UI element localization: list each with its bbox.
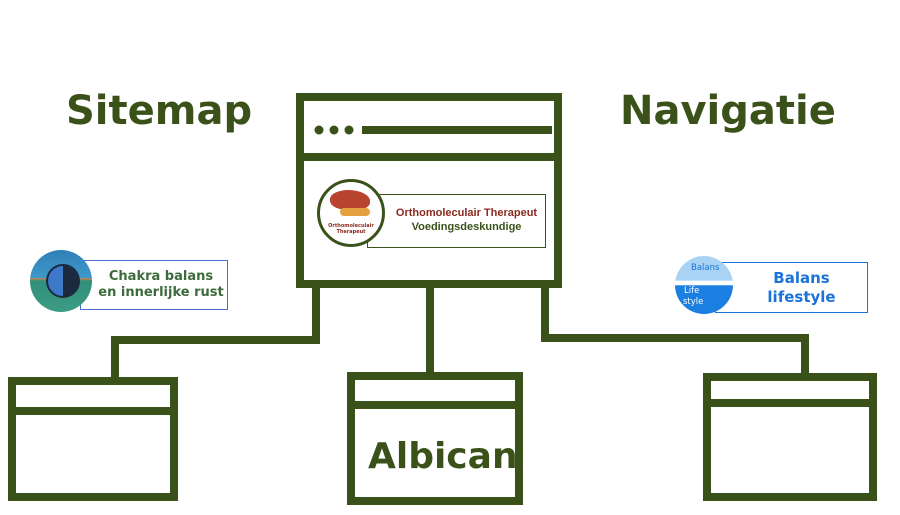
liver-icon (330, 190, 370, 210)
title-navigatie: Navigatie (620, 88, 836, 134)
balans-line2: lifestyle (767, 287, 836, 306)
window-dots-icon (314, 125, 354, 135)
badge-balans: Balans (691, 263, 720, 273)
child-window-left (8, 377, 178, 501)
ortho-badge: Orthomoleculair Therapeut (317, 179, 385, 247)
connector-right (541, 288, 809, 373)
child-window-center (347, 372, 523, 505)
child-window-right (703, 373, 877, 501)
wave-icon: Balans Life style (675, 256, 733, 314)
child-label-albican: Albican (368, 436, 518, 477)
chakra-line1: Chakra balans (108, 268, 214, 284)
ortho-line1: Orthomoleculair Therapeut (395, 207, 538, 220)
main-window-frame (296, 93, 562, 288)
chakra-line2: en innerlijke rust (98, 285, 224, 300)
yin-yang-icon (30, 250, 92, 312)
ortho-line2: Voedingsdeskundige (411, 221, 522, 233)
balans-line1: Balans (773, 268, 830, 287)
balans-lifestyle-logo[interactable]: Balans Life style Balans lifestyle (675, 256, 870, 318)
badge-text-1: Orthomoleculair (328, 223, 374, 229)
ortho-logo[interactable]: Orthomoleculair Therapeut Orthomoleculai… (317, 179, 546, 248)
badge-style: style (683, 297, 704, 307)
badge-life: Life (684, 286, 700, 296)
pancreas-icon (340, 208, 370, 216)
title-sitemap: Sitemap (66, 88, 253, 134)
badge-text-2: Therapeut (336, 228, 366, 235)
chakra-logo[interactable]: Chakra balans en innerlijke rust (30, 250, 228, 314)
connector-left (111, 288, 320, 378)
